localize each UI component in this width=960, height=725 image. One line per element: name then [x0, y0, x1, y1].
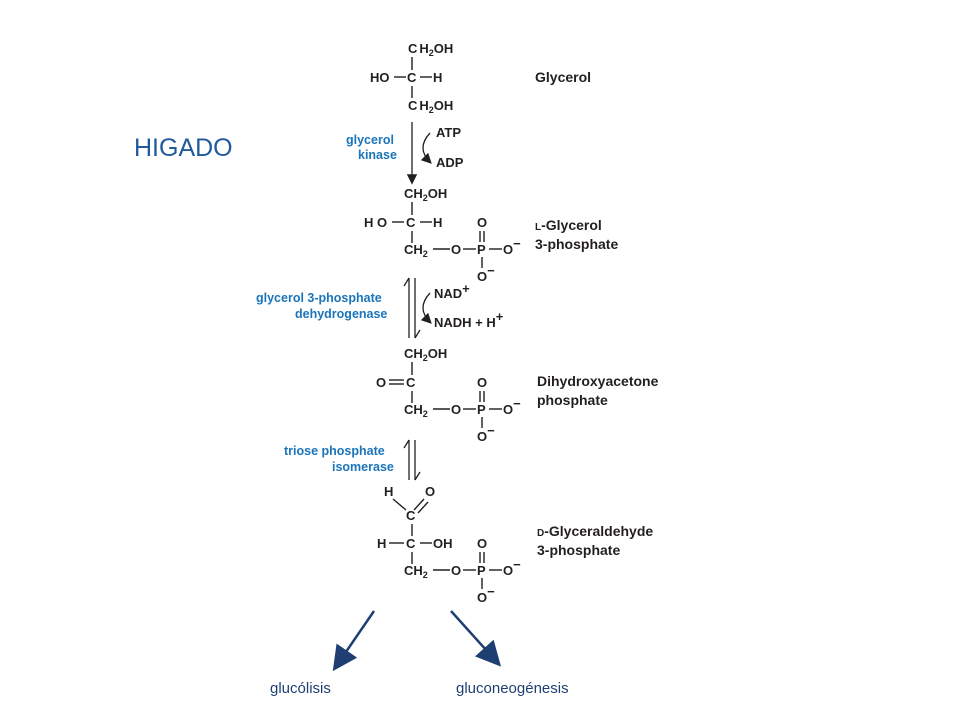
svg-text:C: C	[406, 375, 416, 390]
svg-text:P: P	[477, 563, 486, 578]
svg-text:O: O	[477, 536, 487, 551]
svg-text:O: O	[451, 563, 461, 578]
svg-text:C: C	[406, 215, 416, 230]
outcome-glycolysis: glucólisis	[270, 680, 331, 697]
svg-text:CH2OH: CH2OH	[408, 98, 453, 115]
svg-text:CH2: CH2	[404, 563, 428, 580]
svg-text:H: H	[384, 484, 393, 499]
glycerol-label: Glycerol	[535, 69, 591, 85]
svg-text:H: H	[433, 215, 442, 230]
svg-text:C: C	[406, 536, 416, 551]
svg-text:O: O	[451, 402, 461, 417]
svg-text:O: O	[425, 484, 435, 499]
svg-text:C: C	[406, 508, 416, 523]
dhap-structure: CH2OH O C CH2 O P O O− O−	[376, 346, 521, 444]
enzyme-dehydrogenase-line1: glycerol 3-phosphate	[256, 291, 382, 305]
dhap-label: Dihydroxyacetone	[537, 373, 659, 389]
svg-text:O: O	[376, 375, 386, 390]
enzyme-isomerase-line1: triose phosphate	[284, 444, 385, 458]
nad-label: NAD+	[434, 281, 470, 301]
svg-text:O: O	[477, 375, 487, 390]
arrow-to-glycolysis	[332, 610, 376, 672]
svg-text:O−: O−	[477, 584, 495, 605]
svg-text:HO: HO	[370, 70, 390, 85]
glycerol-3-phosphate-label-line2: 3-phosphate	[535, 236, 618, 252]
svg-text:CH2OH: CH2OH	[404, 186, 447, 203]
svg-text:C: C	[407, 70, 417, 85]
nadh-label: NADH + H+	[434, 309, 504, 330]
svg-text:O−: O−	[477, 423, 495, 444]
svg-text:OH: OH	[433, 536, 453, 551]
svg-text:O−: O−	[503, 236, 521, 257]
adp-label: ADP	[436, 155, 464, 170]
page-title: HIGADO	[134, 134, 233, 162]
glycerol-3-phosphate-structure: CH2OH H O C H CH2 O P O O− O−	[364, 186, 521, 284]
svg-text:P: P	[477, 402, 486, 417]
svg-text:O: O	[477, 215, 487, 230]
svg-text:O−: O−	[477, 263, 495, 284]
enzyme-glycerol-kinase-line1: glycerol	[346, 133, 394, 147]
svg-text:H O: H O	[364, 215, 387, 230]
dehydrogenase-step: NAD+ NADH + H+	[403, 277, 504, 339]
svg-text:O−: O−	[503, 557, 521, 578]
svg-text:P: P	[477, 242, 486, 257]
glycerol-3-phosphate-label: L-Glycerol	[535, 217, 602, 233]
svg-text:CH2OH: CH2OH	[404, 346, 447, 363]
svg-text:O: O	[451, 242, 461, 257]
svg-text:O−: O−	[503, 396, 521, 417]
isomerase-step	[403, 439, 421, 481]
svg-text:H: H	[377, 536, 386, 551]
atp-label: ATP	[436, 125, 461, 140]
enzyme-dehydrogenase-line2: dehydrogenase	[295, 307, 387, 321]
svg-text:CH2: CH2	[404, 402, 428, 419]
outcome-gluconeogenesis: gluconeogénesis	[456, 680, 569, 697]
arrow-to-gluconeogenesis	[450, 610, 502, 667]
dhap-label-line2: phosphate	[537, 392, 608, 408]
g3p-label: D-Glyceraldehyde	[537, 523, 653, 539]
svg-text:CH2OH: CH2OH	[408, 41, 453, 58]
g3p-label-line2: 3-phosphate	[537, 542, 620, 558]
svg-text:H: H	[433, 70, 442, 85]
kinase-step: ATP ADP	[406, 122, 464, 185]
enzyme-isomerase-line2: isomerase	[332, 460, 394, 474]
svg-text:CH2: CH2	[404, 242, 428, 259]
g3p-structure: H O C H C OH CH2 O P O O− O−	[377, 484, 521, 605]
enzyme-glycerol-kinase-line2: kinase	[358, 148, 397, 162]
